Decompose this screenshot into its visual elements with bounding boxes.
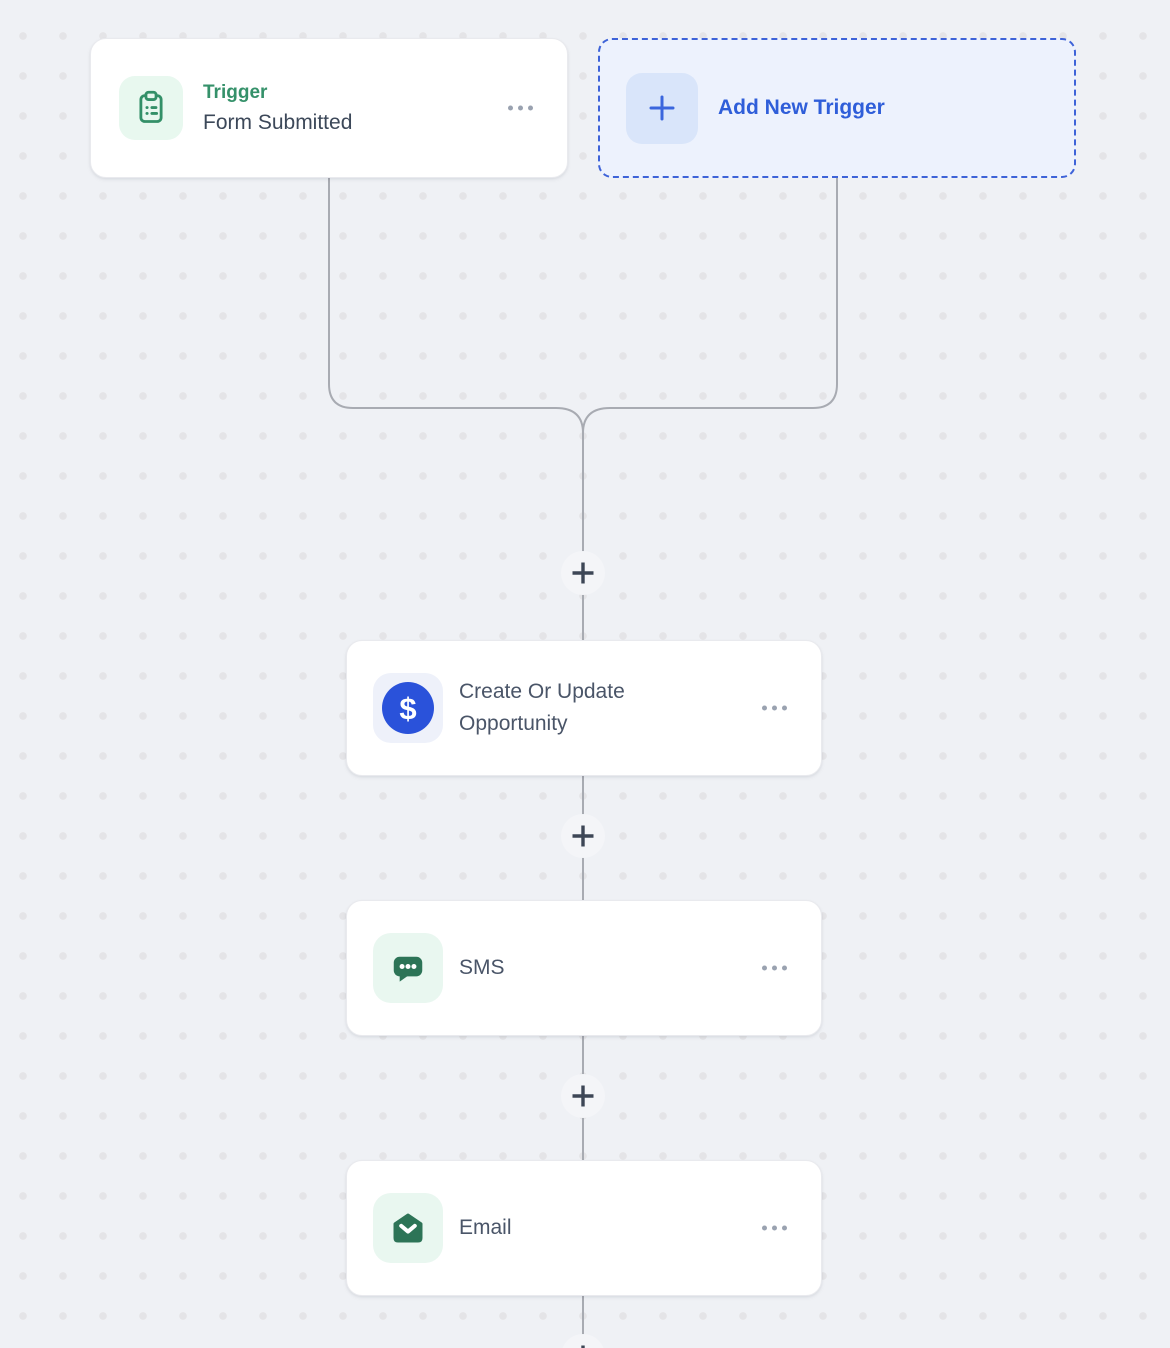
add-step-button-2[interactable]	[561, 814, 605, 858]
ellipsis-icon	[508, 105, 513, 111]
trigger-node-card[interactable]: Trigger Form Submitted	[90, 38, 568, 178]
ellipsis-icon	[762, 1225, 767, 1231]
action-title: SMS	[459, 956, 505, 979]
action-card-email[interactable]: Email	[346, 1160, 822, 1296]
connector-right-branch	[582, 178, 838, 434]
ellipsis-icon	[762, 965, 767, 971]
plus-icon	[572, 1085, 594, 1107]
action-title: Email	[459, 1216, 512, 1239]
trigger-menu-button[interactable]	[500, 98, 541, 119]
plus-icon	[572, 825, 594, 847]
action-title: Create Or Update Opportunity	[459, 680, 625, 735]
trigger-title: Form Submitted	[203, 110, 353, 134]
sms-icon	[373, 933, 443, 1003]
opportunity-menu-button[interactable]	[754, 698, 795, 719]
clipboard-icon	[119, 76, 183, 140]
add-step-button-4[interactable]	[561, 1334, 605, 1348]
add-new-trigger-label: Add New Trigger	[718, 96, 885, 119]
trigger-category-label: Trigger	[203, 81, 268, 103]
action-card-opportunity[interactable]: $ Create Or Update Opportunity	[346, 640, 822, 776]
add-new-trigger-button[interactable]: Add New Trigger	[598, 38, 1076, 178]
plus-icon	[572, 562, 594, 584]
email-icon	[373, 1193, 443, 1263]
add-step-button-3[interactable]	[561, 1074, 605, 1118]
plus-icon	[581, 1345, 585, 1348]
ellipsis-icon	[762, 705, 767, 711]
svg-text:$: $	[399, 691, 416, 726]
add-step-button-1[interactable]	[561, 551, 605, 595]
plus-icon	[626, 72, 698, 144]
dollar-icon: $	[373, 673, 443, 743]
email-menu-button[interactable]	[754, 1218, 795, 1239]
sms-menu-button[interactable]	[754, 958, 795, 979]
action-card-sms[interactable]: SMS	[346, 900, 822, 1036]
connector-left-branch	[328, 178, 584, 434]
